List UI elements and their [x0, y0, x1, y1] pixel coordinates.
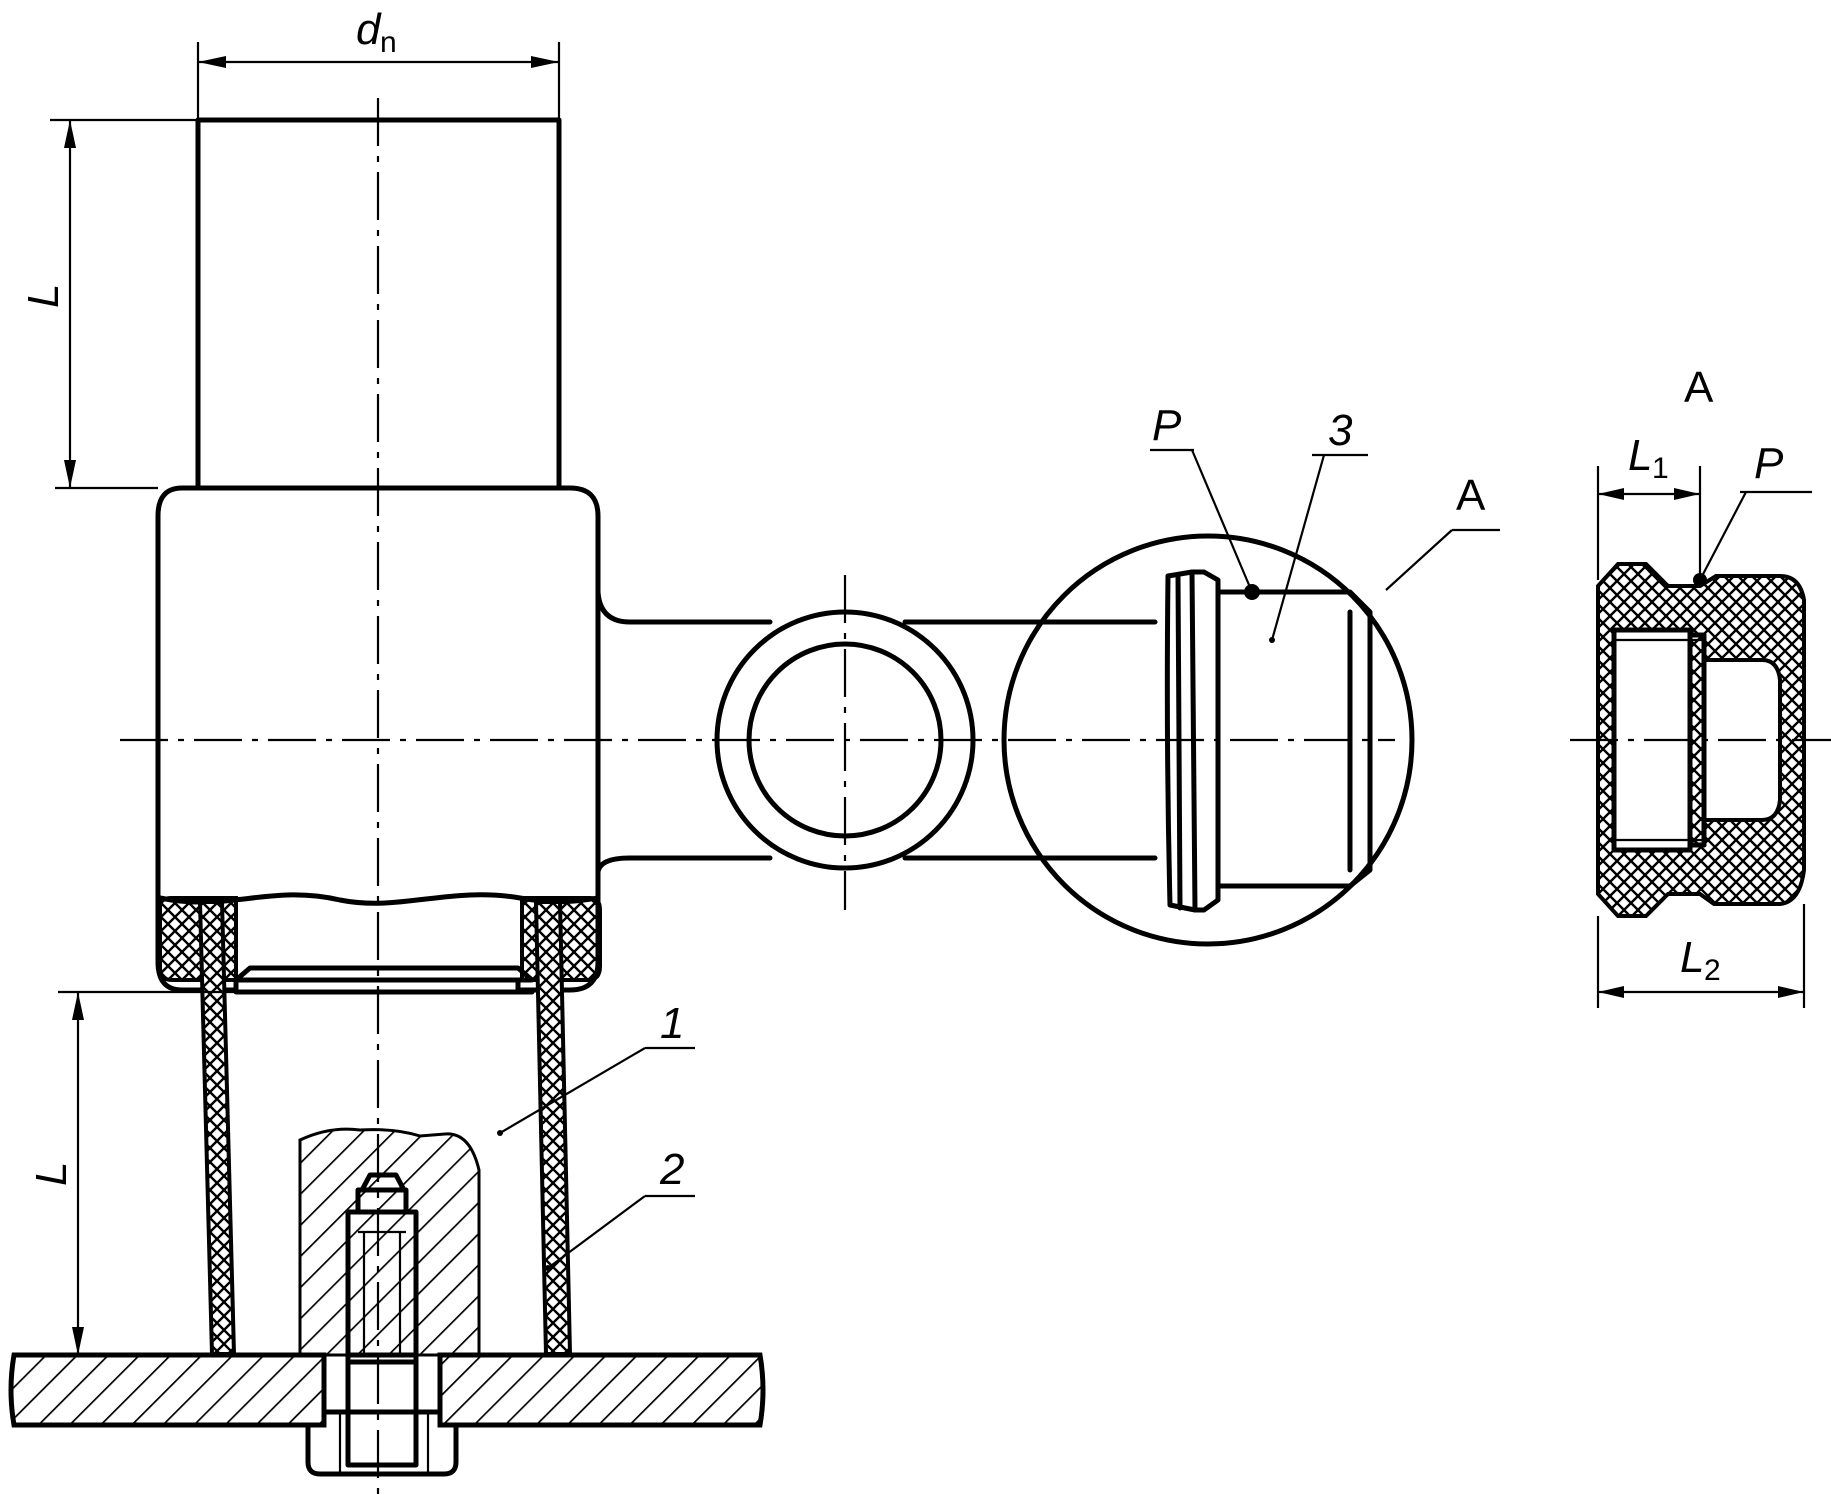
callout-1: 1	[497, 999, 695, 1136]
part-2-label: 2	[659, 1145, 684, 1194]
detail-circle-A: P 3 A	[1001, 401, 1500, 947]
main-assembly	[8, 98, 766, 1494]
callout-2: 2	[545, 1145, 695, 1271]
insert-collar	[233, 965, 535, 983]
base-plate	[8, 1352, 766, 1428]
L2-label: L	[1680, 933, 1704, 982]
part-1-label: 1	[660, 999, 684, 1048]
dimension-dn: d n	[196, 5, 561, 118]
L-upper-label: L	[19, 284, 68, 308]
L1-subscript: 1	[1652, 452, 1669, 485]
dn-label: d	[356, 5, 382, 54]
L-lower-label: L	[27, 1162, 76, 1186]
P-label: P	[1152, 401, 1182, 450]
detail-A-section: A P L 1 L 2	[1570, 363, 1831, 1008]
side-arm	[595, 575, 1158, 910]
A-detail-label: A	[1684, 363, 1714, 412]
part-3-label: 3	[1328, 406, 1353, 455]
dimension-L-upper: L	[19, 118, 198, 490]
L1-label: L	[1628, 431, 1652, 480]
insert-section	[298, 1127, 481, 1357]
dn-subscript: n	[380, 26, 397, 59]
P-detail-label: P	[1754, 439, 1784, 488]
L2-subscript: 2	[1704, 954, 1721, 987]
A-circle-label: A	[1456, 471, 1486, 520]
dimension-L-lower: L	[27, 990, 236, 1355]
